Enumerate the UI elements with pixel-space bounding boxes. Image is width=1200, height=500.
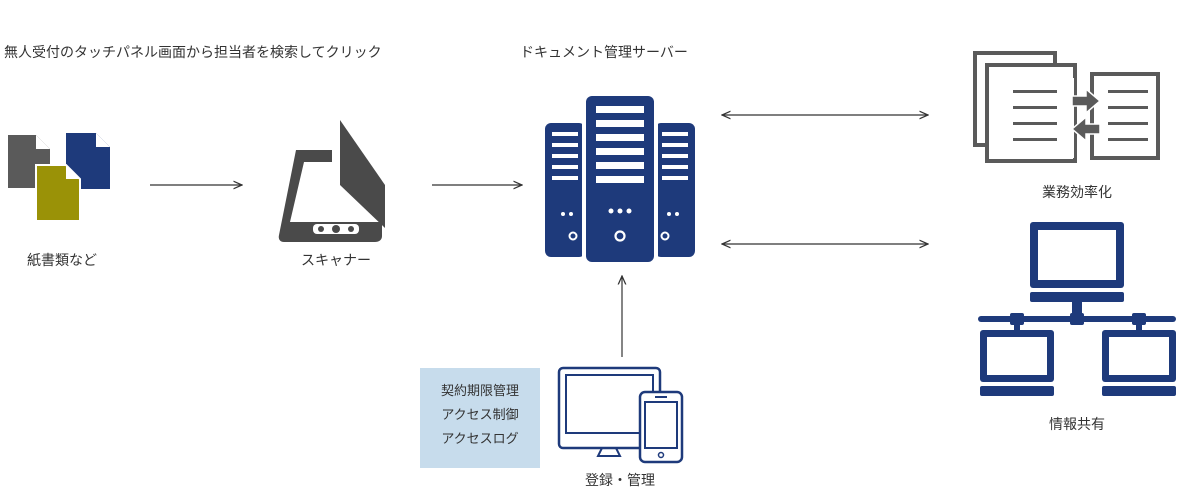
scanner-icon (278, 120, 385, 242)
feature-item: アクセス制御 (441, 408, 519, 423)
sharing-label: 情報共有 (1049, 417, 1105, 433)
network-icon (978, 222, 1176, 396)
register-label: 登録・管理 (585, 473, 655, 489)
devices-icon (557, 366, 684, 464)
top-left-caption: 無人受付のタッチパネル画面から担当者を検索してクリック (4, 45, 382, 61)
paper-label: 紙書類など (27, 253, 97, 269)
server-icon (545, 92, 695, 266)
documents-icon (8, 133, 110, 222)
feature-box: 契約期限管理 アクセス制御 アクセスログ (420, 368, 540, 468)
feature-item: 契約期限管理 (440, 384, 519, 399)
scanner-label: スキャナー (301, 253, 371, 269)
feature-item: アクセスログ (441, 432, 519, 447)
document-exchange-icon (973, 51, 1160, 163)
efficiency-label: 業務効率化 (1042, 185, 1112, 201)
server-caption: ドキュメント管理サーバー (520, 45, 688, 61)
